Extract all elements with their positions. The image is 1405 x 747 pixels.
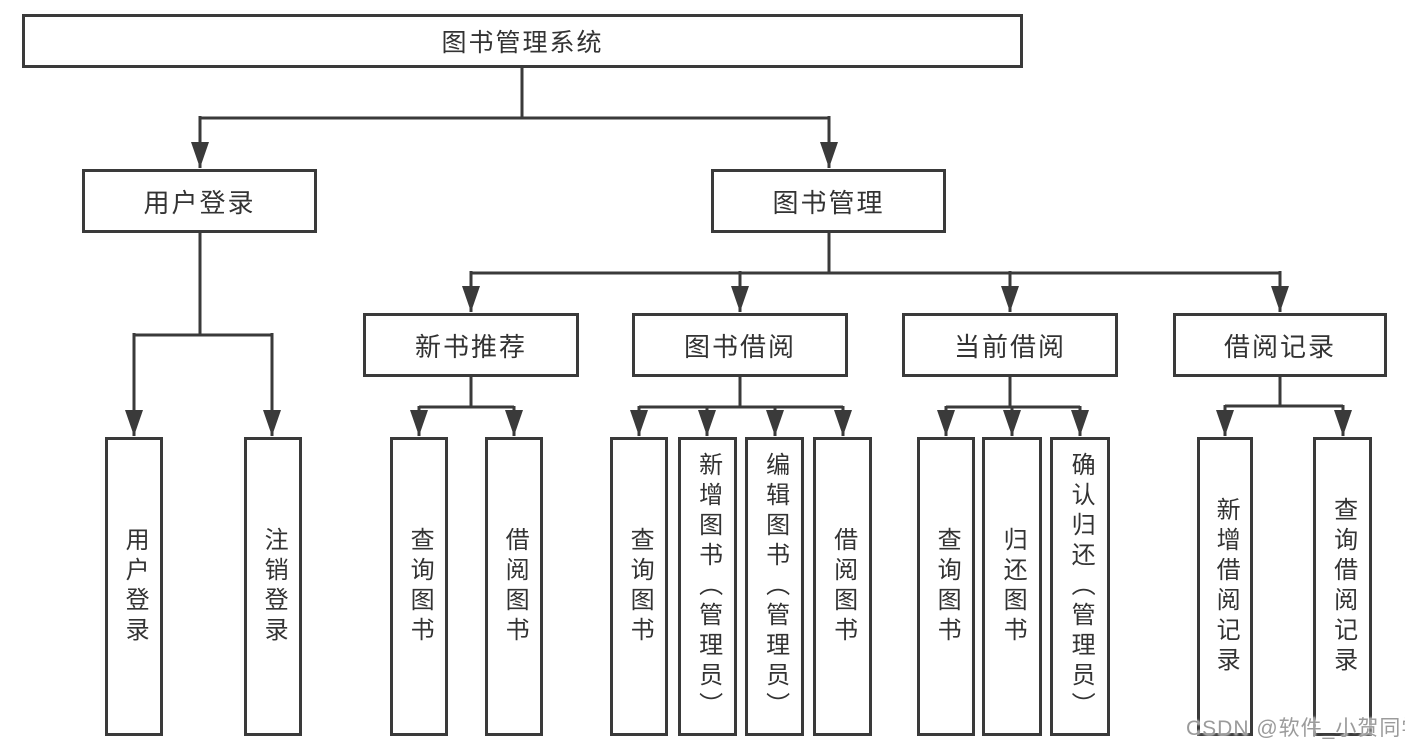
node-new-book-recommend: 新书推荐 bbox=[363, 313, 579, 377]
node-root: 图书管理系统 bbox=[22, 14, 1023, 68]
node-br-query-record-label: 查询借阅记录 bbox=[1329, 496, 1357, 677]
connector-user-login bbox=[134, 233, 272, 337]
node-borrow-records-label: 借阅记录 bbox=[1223, 331, 1336, 362]
node-cb-return-books: 归还图书 bbox=[982, 437, 1042, 736]
node-nbr-borrow-books: 借阅图书 bbox=[485, 437, 543, 736]
node-bb-query-books: 查询图书 bbox=[610, 437, 668, 736]
node-logout-leaf-label: 注销登录 bbox=[260, 526, 288, 647]
node-bb-borrow-books: 借阅图书 bbox=[813, 437, 872, 736]
node-user-login-label: 用户登录 bbox=[143, 187, 256, 218]
node-book-borrow: 图书借阅 bbox=[632, 313, 848, 377]
node-br-add-record: 新增借阅记录 bbox=[1197, 437, 1253, 736]
node-bb-edit-book-admin-label: 编辑图书（管理员） bbox=[761, 451, 789, 722]
node-book-management-label: 图书管理 bbox=[772, 187, 885, 218]
connector-book-management bbox=[471, 233, 1280, 275]
node-current-borrow-label: 当前借阅 bbox=[953, 331, 1066, 362]
node-br-query-record: 查询借阅记录 bbox=[1313, 437, 1372, 736]
connector-current-borrow bbox=[946, 377, 1080, 409]
node-cb-confirm-return-admin: 确认归还（管理员） bbox=[1050, 437, 1110, 736]
node-user-login-leaf-label: 用户登录 bbox=[121, 526, 149, 647]
node-root-label: 图书管理系统 bbox=[441, 29, 604, 57]
connector-new-book-recommend bbox=[419, 377, 514, 409]
node-borrow-records: 借阅记录 bbox=[1173, 313, 1387, 377]
node-bb-add-book-admin-label: 新增图书（管理员） bbox=[694, 451, 722, 722]
node-user-login: 用户登录 bbox=[82, 169, 317, 233]
watermark-text: CSDN @软件_小贺同学 bbox=[1186, 717, 1405, 740]
node-user-login-leaf: 用户登录 bbox=[105, 437, 163, 736]
node-br-add-record-label: 新增借阅记录 bbox=[1212, 496, 1240, 677]
node-logout-leaf: 注销登录 bbox=[244, 437, 302, 736]
node-bb-borrow-books-label: 借阅图书 bbox=[829, 526, 857, 647]
node-nbr-query-books-label: 查询图书 bbox=[406, 526, 434, 647]
node-bb-query-books-label: 查询图书 bbox=[626, 526, 654, 647]
node-nbr-borrow-books-label: 借阅图书 bbox=[501, 526, 529, 647]
node-current-borrow: 当前借阅 bbox=[902, 313, 1118, 377]
node-new-book-recommend-label: 新书推荐 bbox=[414, 331, 527, 362]
node-book-borrow-label: 图书借阅 bbox=[683, 331, 796, 362]
connector-root bbox=[200, 68, 829, 120]
node-nbr-query-books: 查询图书 bbox=[390, 437, 448, 736]
node-bb-edit-book-admin: 编辑图书（管理员） bbox=[745, 437, 804, 736]
node-cb-confirm-return-admin-label: 确认归还（管理员） bbox=[1067, 451, 1095, 722]
node-bb-add-book-admin: 新增图书（管理员） bbox=[678, 437, 737, 736]
node-cb-query-books: 查询图书 bbox=[917, 437, 975, 736]
node-book-management: 图书管理 bbox=[711, 169, 946, 233]
node-cb-query-books-label: 查询图书 bbox=[933, 526, 961, 647]
node-cb-return-books-label: 归还图书 bbox=[999, 526, 1027, 647]
connector-book-borrow bbox=[639, 377, 843, 409]
connector-borrow-records bbox=[1225, 377, 1343, 408]
